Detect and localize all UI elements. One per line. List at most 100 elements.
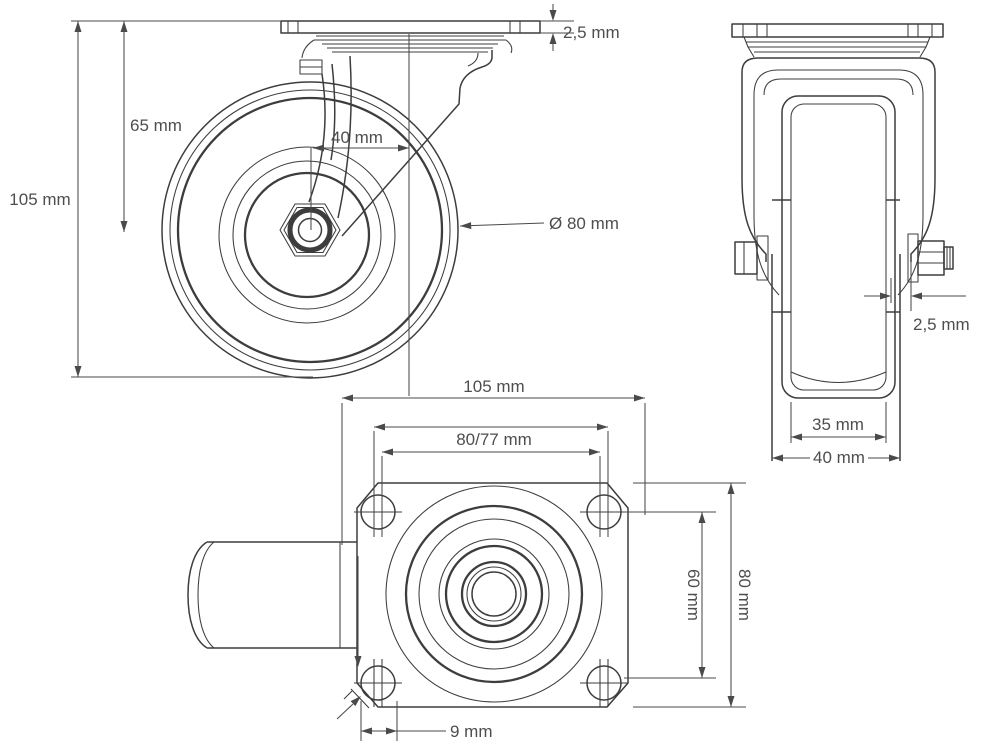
arrowhead xyxy=(875,433,886,441)
arrowhead xyxy=(120,221,128,232)
side-plate-ticks xyxy=(742,24,933,37)
arrowhead xyxy=(911,292,922,300)
arrowhead xyxy=(727,483,735,494)
side-wheel-tread xyxy=(790,103,887,391)
arrowhead xyxy=(460,222,472,230)
side-view xyxy=(731,23,954,461)
arrowhead xyxy=(889,454,900,462)
front-axle-nut-outer-hex xyxy=(279,203,341,257)
arrowhead xyxy=(698,667,706,678)
side-axle-nut-head xyxy=(917,240,945,276)
bottom-swivel-rings xyxy=(385,485,603,703)
swivel-ring xyxy=(466,566,522,622)
arrowhead xyxy=(374,423,385,431)
bottom-plate-corner-notch xyxy=(343,688,370,709)
arrowhead xyxy=(120,21,128,32)
dim-side-overall-width-label: 40 mm xyxy=(813,448,865,467)
arrowhead xyxy=(597,423,608,431)
side-axle-bolt-left-washer xyxy=(756,235,769,281)
bottom-view xyxy=(187,482,629,720)
arrowhead xyxy=(634,394,645,402)
side-swivel-races xyxy=(743,36,931,58)
dim-bottom-overall-length-label: 105 mm xyxy=(463,377,524,396)
dim-side-bracket-thickness-label: 2,5 mm xyxy=(913,315,970,334)
bottom-corner-pointer-arrow xyxy=(336,696,361,720)
dim-side-tread-width: 35 mm xyxy=(790,402,887,443)
side-axle-nut-washer xyxy=(907,233,919,283)
arrowhead xyxy=(549,33,557,44)
bottom-wheel-outline xyxy=(187,541,357,649)
arrowhead xyxy=(382,448,393,456)
front-wheel-circle-2 xyxy=(169,89,451,371)
side-wheel-outline xyxy=(781,95,896,399)
side-wheel-tread-bottom-arc xyxy=(790,371,887,383)
front-fork-right-inner xyxy=(467,52,479,67)
front-plate-ticks xyxy=(287,21,521,33)
bottom-bolt-holes xyxy=(354,494,628,707)
front-hub-recess-inner xyxy=(243,171,371,299)
swivel-ring xyxy=(471,571,517,617)
front-hub-recess-mid xyxy=(232,160,382,310)
bottom-plate-outline xyxy=(356,482,629,708)
swivel-ring xyxy=(418,518,570,670)
bottom-hole-pointer-arrow xyxy=(354,556,362,667)
dim-bottom-bolt-hole-spacing-vertical-label: 60 mm xyxy=(684,569,703,621)
front-axle-nut-inner-hex xyxy=(283,206,337,254)
side-axle-thread-tip xyxy=(943,246,954,270)
dim-front-plate-to-axle: 65 mm xyxy=(120,21,182,232)
arrowhead xyxy=(350,696,361,707)
dim-front-wheel-diameter: Ø 80 mm xyxy=(459,214,619,233)
front-race-shoulders xyxy=(301,39,513,59)
front-swivel-races xyxy=(314,35,506,53)
dim-side-tread-width-label: 35 mm xyxy=(812,415,864,434)
dim-bottom-bolt-hole-diameter: 9 mm xyxy=(360,701,493,741)
arrowhead xyxy=(727,696,735,707)
arrowhead xyxy=(398,144,409,152)
side-fork-inner-line xyxy=(753,69,924,296)
side-axle-nut-facets xyxy=(918,251,944,264)
dim-front-total-height: 105 mm xyxy=(9,21,82,377)
front-view-dimensions: 105 mm 65 mm 2,5 mm 40 mm Ø 80 mm xyxy=(9,4,620,378)
arrowhead xyxy=(74,21,82,32)
bolt-hole-centerlines xyxy=(354,511,628,707)
arrowhead xyxy=(698,512,706,523)
dim-side-overall-width: 40 mm xyxy=(772,448,900,467)
front-fork-right-edge xyxy=(341,50,493,237)
side-axle-thread-hatch xyxy=(946,247,951,269)
dim-bottom-bolt-hole-diameter-label: 9 mm xyxy=(450,722,493,741)
front-axle-ring xyxy=(287,207,333,253)
dim-front-swivel-offset-label: 40 mm xyxy=(331,128,383,147)
arrowhead xyxy=(313,144,324,152)
side-fork-inner-corner-line xyxy=(763,78,914,96)
swivel-ring xyxy=(404,504,584,684)
side-plate-outline xyxy=(731,23,944,38)
bottom-wheel-inner-cap xyxy=(197,541,215,649)
arrowhead xyxy=(549,10,557,21)
dim-bottom-plate-width: 80 mm xyxy=(633,482,754,708)
dim-front-total-height-label: 105 mm xyxy=(9,190,70,209)
arrowhead xyxy=(791,433,802,441)
swivel-ring xyxy=(385,485,603,703)
bottom-view-dimensions: 105 mm 80/77 mm 60 mm 80 mm 9 mm xyxy=(341,377,754,741)
side-fork-legs xyxy=(771,199,901,461)
dim-front-wheel-diameter-label: Ø 80 mm xyxy=(549,214,619,233)
dim-front-swivel-offset: 40 mm xyxy=(313,128,409,152)
arrowhead xyxy=(342,394,353,402)
dim-bottom-plate-width-label: 80 mm xyxy=(735,569,754,621)
dim-front-plate-thickness: 2,5 mm xyxy=(540,4,620,51)
arrowhead xyxy=(74,366,82,377)
bottom-wheel-profile xyxy=(187,541,357,649)
dim-bottom-bolt-hole-spacing-label: 80/77 mm xyxy=(456,430,532,449)
arrowhead xyxy=(589,448,600,456)
arrowhead xyxy=(880,292,891,300)
side-axle-bolt-left-head xyxy=(734,241,758,275)
front-view xyxy=(161,20,541,396)
front-plate-outline xyxy=(280,20,541,34)
arrowhead xyxy=(386,727,397,735)
front-axle-bore xyxy=(297,217,323,243)
dim-side-bracket-thickness: 2,5 mm xyxy=(864,262,970,334)
side-view-dimensions: 2,5 mm 35 mm 40 mm xyxy=(772,262,970,467)
arrowhead xyxy=(772,454,783,462)
arrowhead xyxy=(361,727,372,735)
